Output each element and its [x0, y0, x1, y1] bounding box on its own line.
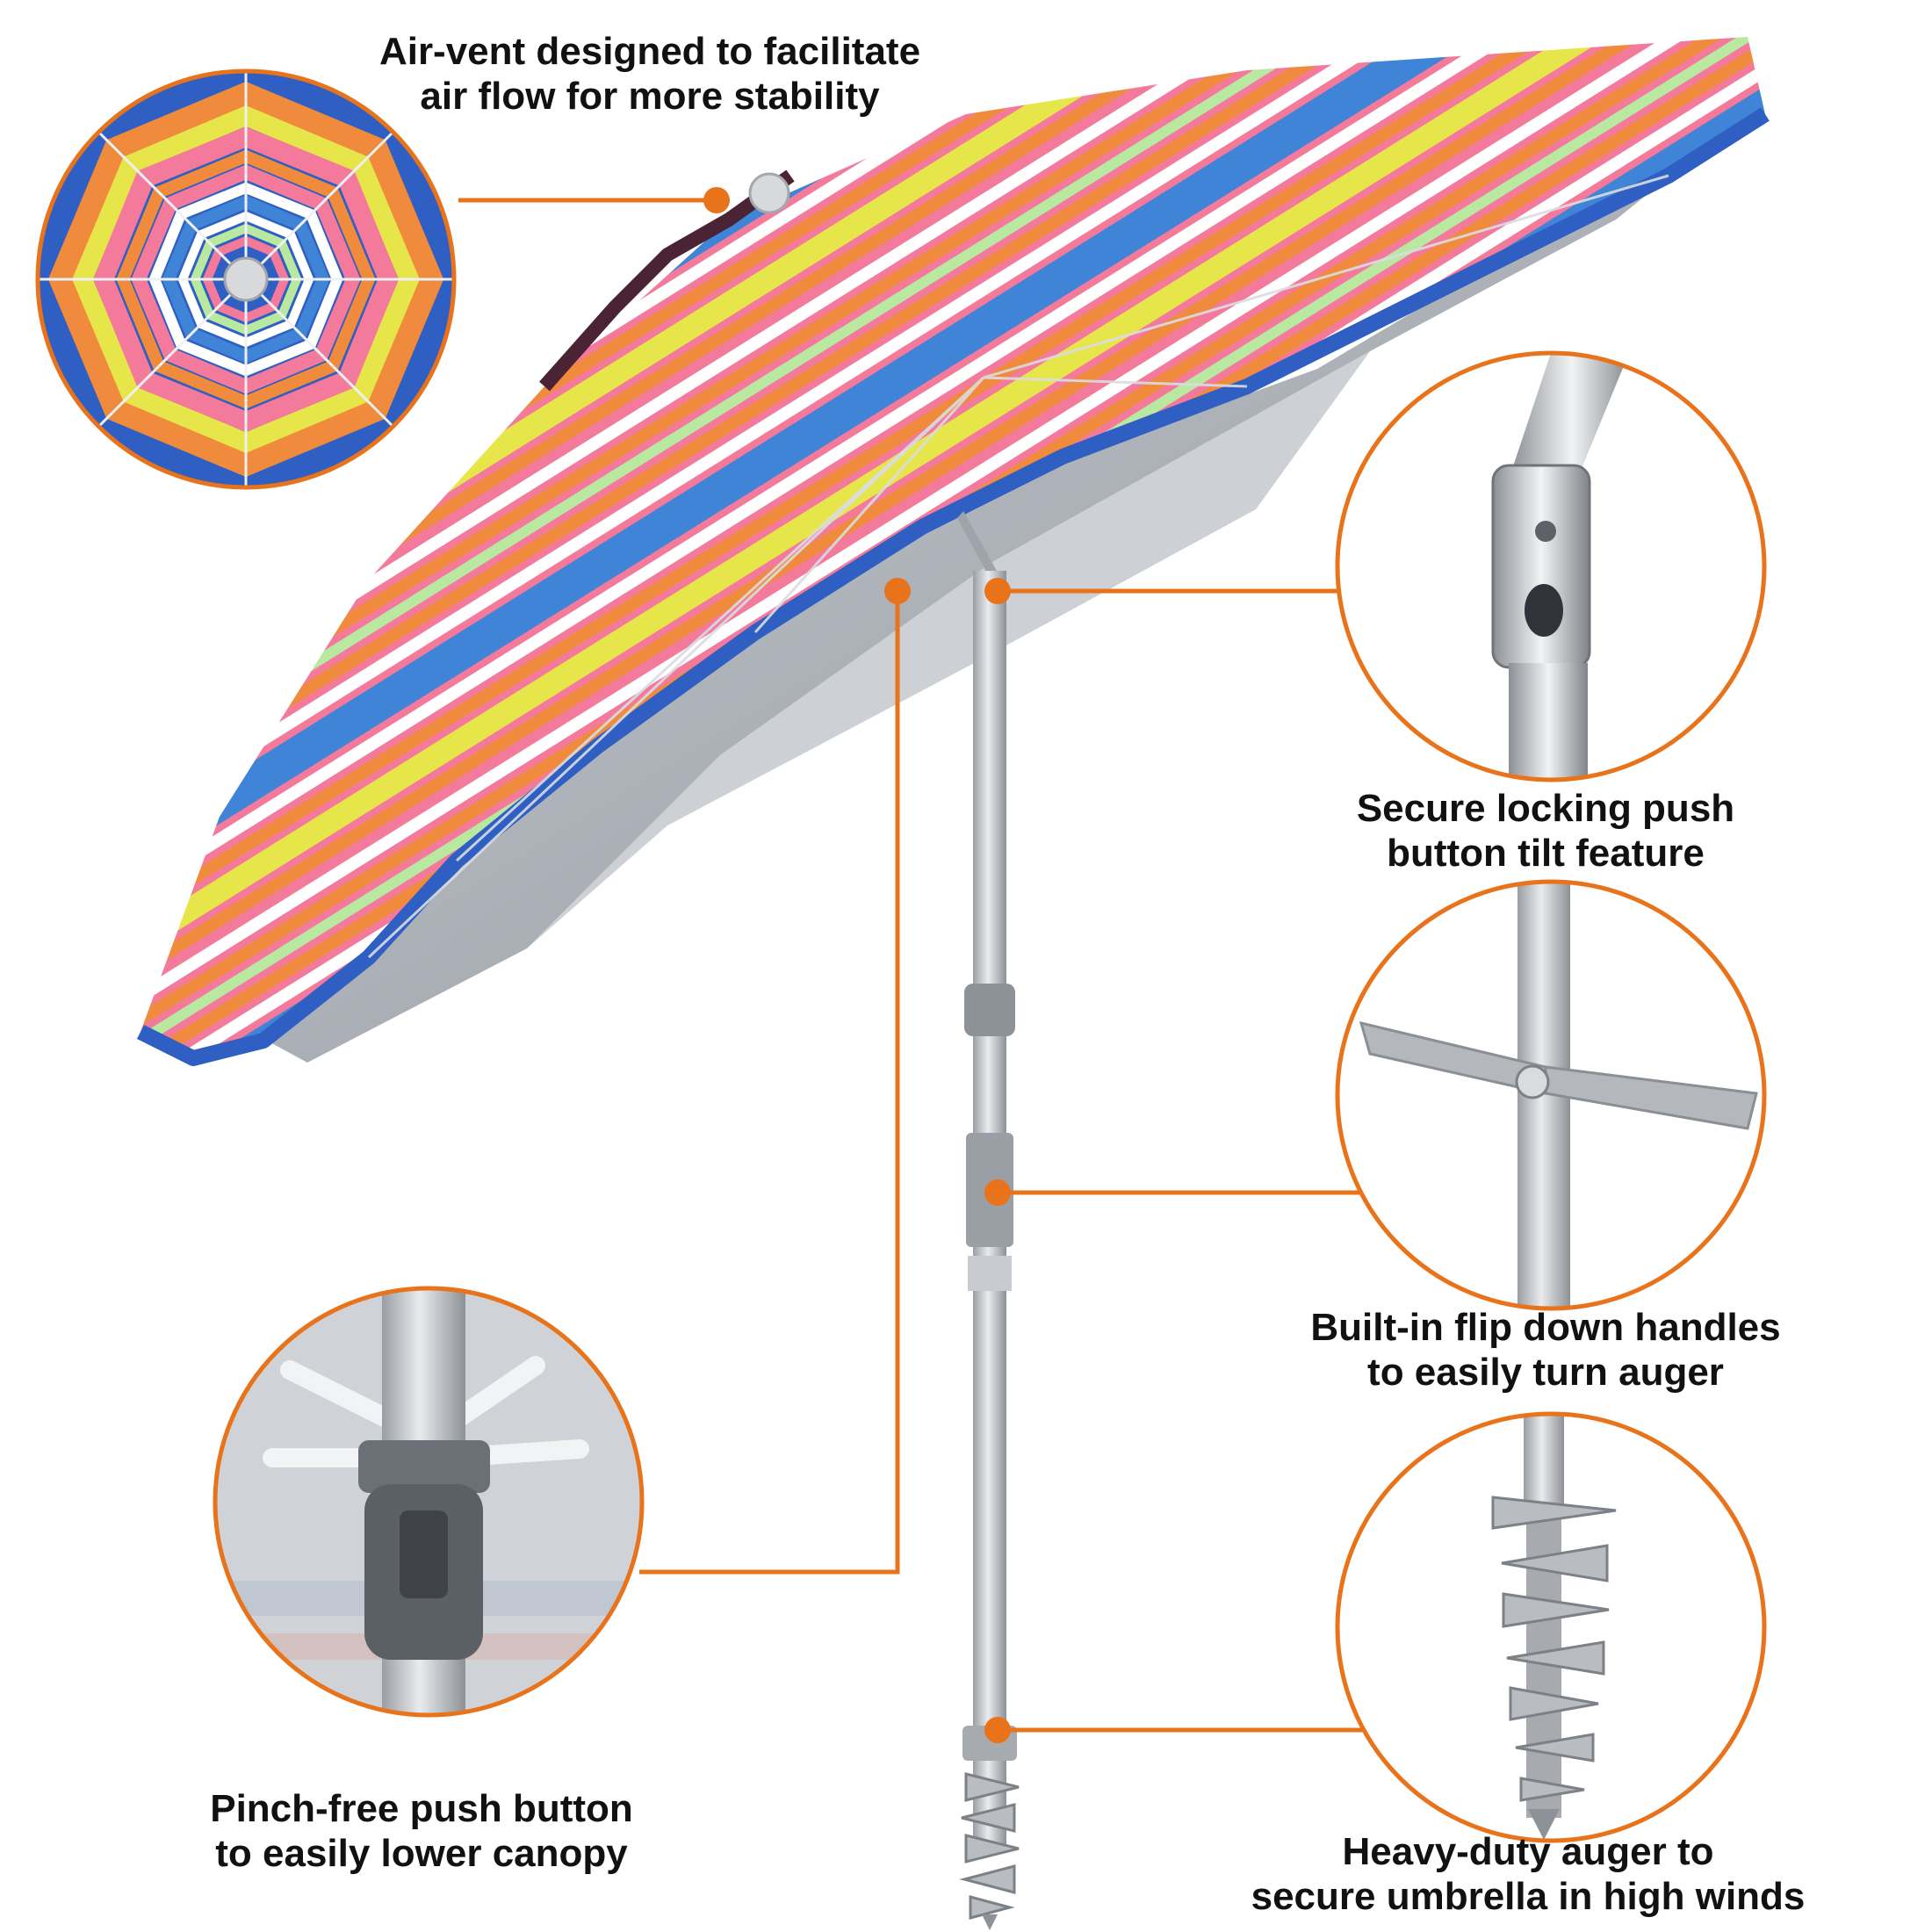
air-vent-detail-circle	[35, 68, 457, 490]
tilt-marker-dot	[984, 578, 1011, 604]
air-vent-marker-dot	[703, 187, 730, 213]
tilt-label-line-2: button tilt feature	[1387, 832, 1705, 875]
air-vent-callout-label: Air-vent designed to facilitate air flow…	[316, 29, 984, 119]
auger-callout-label: Heavy-duty auger to secure umbrella in h…	[1212, 1829, 1844, 1919]
auger-label-line-1: Heavy-duty auger to	[1342, 1830, 1714, 1873]
handles-callout-label: Built-in flip down handles to easily tur…	[1256, 1305, 1835, 1395]
handles-label-line-1: Built-in flip down handles	[1310, 1306, 1781, 1349]
handles-detail-circle	[1335, 879, 1767, 1311]
tilt-detail-circle	[1335, 350, 1767, 782]
umbrella-pole	[957, 511, 1020, 1930]
callout-dots	[703, 187, 1011, 1743]
air-vent-label-line-2: air flow for more stability	[420, 75, 880, 118]
push-button-label-line-1: Pinch-free push button	[210, 1787, 633, 1830]
push-button-detail-circle	[213, 1286, 645, 1718]
push-button-callout-label: Pinch-free push button to easily lower c…	[158, 1786, 685, 1876]
air-vent-label-line-1: Air-vent designed to facilitate	[378, 30, 921, 73]
tilt-label-line-1: Secure locking push	[1356, 787, 1735, 830]
callout-connectors	[458, 198, 1388, 1733]
auger-label-line-2: secure umbrella in high winds	[1251, 1875, 1806, 1918]
umbrella-canopy	[136, 37, 1770, 1066]
handles-label-line-2: to easily turn auger	[1367, 1351, 1724, 1394]
push-button-marker-dot	[884, 578, 911, 604]
tilt-callout-label: Secure locking push button tilt feature	[1282, 786, 1809, 876]
handles-marker-dot	[984, 1179, 1011, 1206]
auger-marker-dot	[984, 1717, 1011, 1743]
auger-detail-circle	[1335, 1411, 1767, 1843]
push-button-label-line-2: to easily lower canopy	[215, 1832, 628, 1875]
